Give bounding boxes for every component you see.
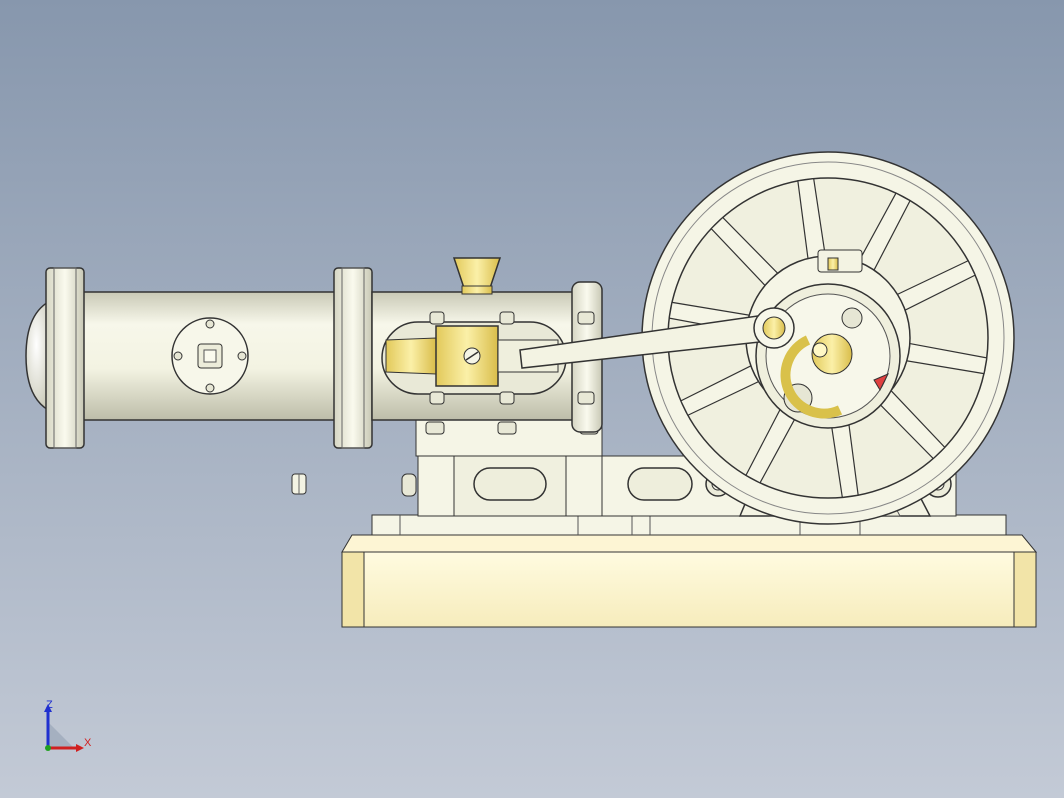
- piston-rod[interactable]: [385, 337, 437, 375]
- z-axis-label: Z: [46, 699, 53, 711]
- crank-marker-icon: [873, 373, 890, 392]
- y-axis-dot-icon: [45, 745, 51, 751]
- oil-cup[interactable]: [452, 257, 502, 295]
- connecting-rod[interactable]: [519, 307, 795, 369]
- wooden-base[interactable]: [341, 534, 1038, 628]
- x-axis-arrow-icon: [76, 744, 84, 752]
- z-axis-arrow-icon: [44, 704, 52, 712]
- axis-triad: Z X: [44, 699, 92, 752]
- flywheel-spokes: [668, 177, 988, 499]
- base-plate[interactable]: [371, 514, 1007, 536]
- x-axis-label: X: [84, 737, 92, 749]
- flywheel[interactable]: [641, 151, 1015, 525]
- steam-cylinder[interactable]: [25, 267, 373, 449]
- loose-nut[interactable]: [291, 473, 307, 495]
